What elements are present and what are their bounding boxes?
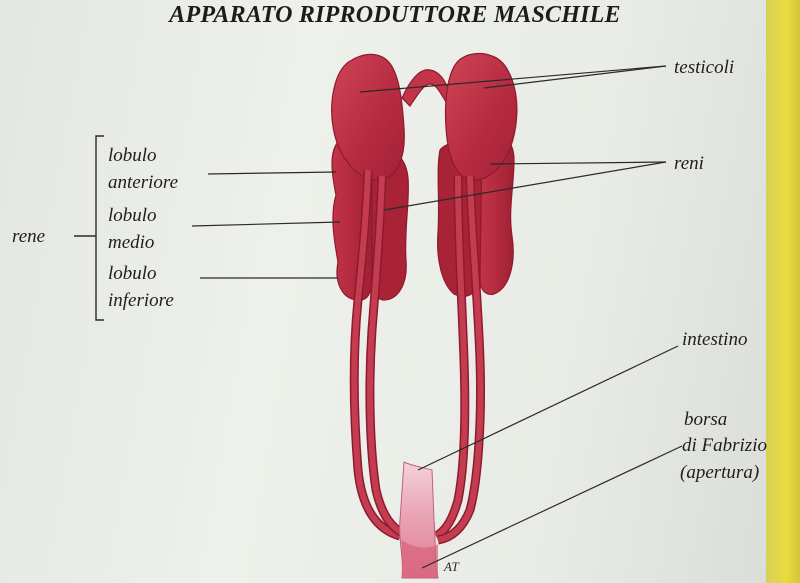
label-borsa-1: borsa xyxy=(684,409,728,430)
label-reni: reni xyxy=(674,153,704,174)
label-borsa-2: di Fabrizio xyxy=(682,435,767,456)
right-testis xyxy=(444,52,518,181)
diagram-title: APPARATO RIPRODUTTORE MASCHILE xyxy=(169,2,621,28)
label-borsa-3: (apertura) xyxy=(680,462,760,483)
label-lobulo-medio-2: medio xyxy=(108,232,155,253)
signature-mark: AT xyxy=(443,559,459,574)
left-duct-outer-fill xyxy=(351,169,401,539)
bursa-opening xyxy=(402,540,438,578)
left-duct-inner-fill xyxy=(366,175,406,537)
label-lobulo-inferiore-2: inferiore xyxy=(108,290,174,311)
left-testis xyxy=(331,53,405,181)
label-lobulo-anteriore-2: anteriore xyxy=(108,172,179,193)
right-duct-inner-fill xyxy=(434,175,468,539)
label-lobulo-anteriore-1: lobulo xyxy=(108,145,157,166)
right-duct-outer-fill xyxy=(437,175,484,543)
label-rene: rene xyxy=(12,226,46,247)
rene-bracket xyxy=(95,135,104,321)
label-lobulo-medio-1: lobulo xyxy=(108,205,157,226)
label-testicoli: testicoli xyxy=(674,57,735,78)
leader-lines xyxy=(191,65,683,569)
page-edge-strip xyxy=(766,0,800,583)
label-lobulo-inferiore-1: lobulo xyxy=(108,263,157,284)
label-intestino: intestino xyxy=(682,329,748,350)
